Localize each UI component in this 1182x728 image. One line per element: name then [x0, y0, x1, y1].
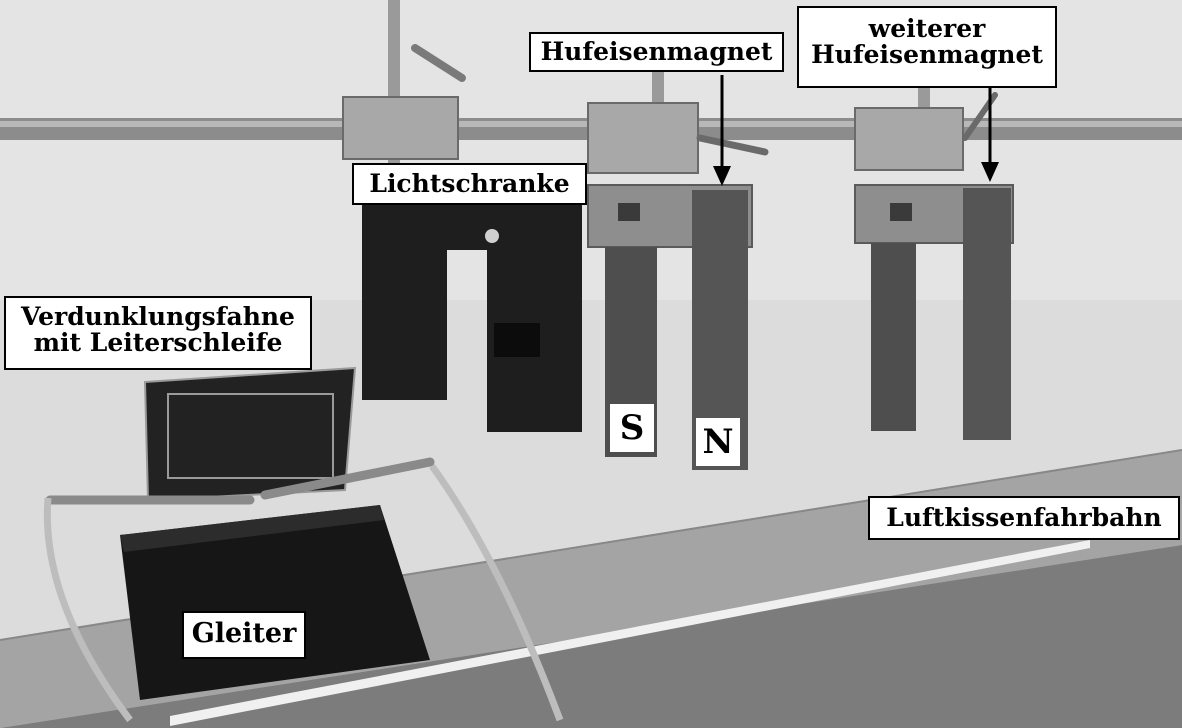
magnet2-clamp — [854, 107, 964, 171]
right-lead — [260, 457, 435, 500]
left-cable — [43, 497, 133, 723]
label-darkening-flag-line2: mit Leiterschleife — [33, 328, 283, 358]
light-barrier-sensor — [494, 323, 540, 357]
label-air-track: Luftkissenfahrbahn — [868, 496, 1180, 540]
darkening-flag — [143, 366, 357, 502]
label-horseshoe-magnet-text: Hufeisenmagnet — [540, 37, 773, 66]
arrow2-head — [981, 162, 999, 182]
pole-south-label: S — [610, 404, 654, 452]
label-light-barrier-text: Lichtschranke — [369, 169, 570, 198]
light-barrier-clamp — [342, 96, 459, 160]
magnet2-left-leg — [871, 243, 916, 431]
right-cable — [429, 463, 564, 722]
light-barrier-body — [362, 195, 582, 432]
magnet1-plate — [618, 203, 640, 221]
label-glider: Gleiter — [182, 611, 306, 659]
measuring-tape — [170, 540, 1090, 726]
label-darkening-flag: Verdunklungsfahne mit Leiterschleife — [4, 296, 312, 370]
light-barrier-lamp — [485, 229, 499, 243]
magnet1-clamp — [587, 102, 699, 174]
clamp-handle — [411, 44, 466, 82]
conductor-loop — [167, 393, 334, 479]
glider-top — [120, 505, 384, 552]
magnet2-plate — [890, 203, 912, 221]
arrow1-head — [713, 166, 731, 186]
label-another-magnet: weiterer Hufeisenmagnet — [797, 6, 1057, 88]
label-darkening-flag-line1: Verdunklungsfahne — [21, 302, 295, 331]
label-another-magnet-line2: Hufeisenmagnet — [811, 40, 1043, 70]
pole-north-label: N — [696, 418, 740, 466]
label-glider-text: Gleiter — [191, 618, 297, 649]
label-another-magnet-line1: weiterer — [868, 14, 986, 43]
label-horseshoe-magnet: Hufeisenmagnet — [529, 32, 784, 72]
magnet1-screw — [696, 134, 769, 156]
magnet2-right-leg — [963, 188, 1011, 440]
label-air-track-text: Luftkissenfahrbahn — [886, 503, 1162, 532]
label-light-barrier: Lichtschranke — [352, 163, 587, 205]
